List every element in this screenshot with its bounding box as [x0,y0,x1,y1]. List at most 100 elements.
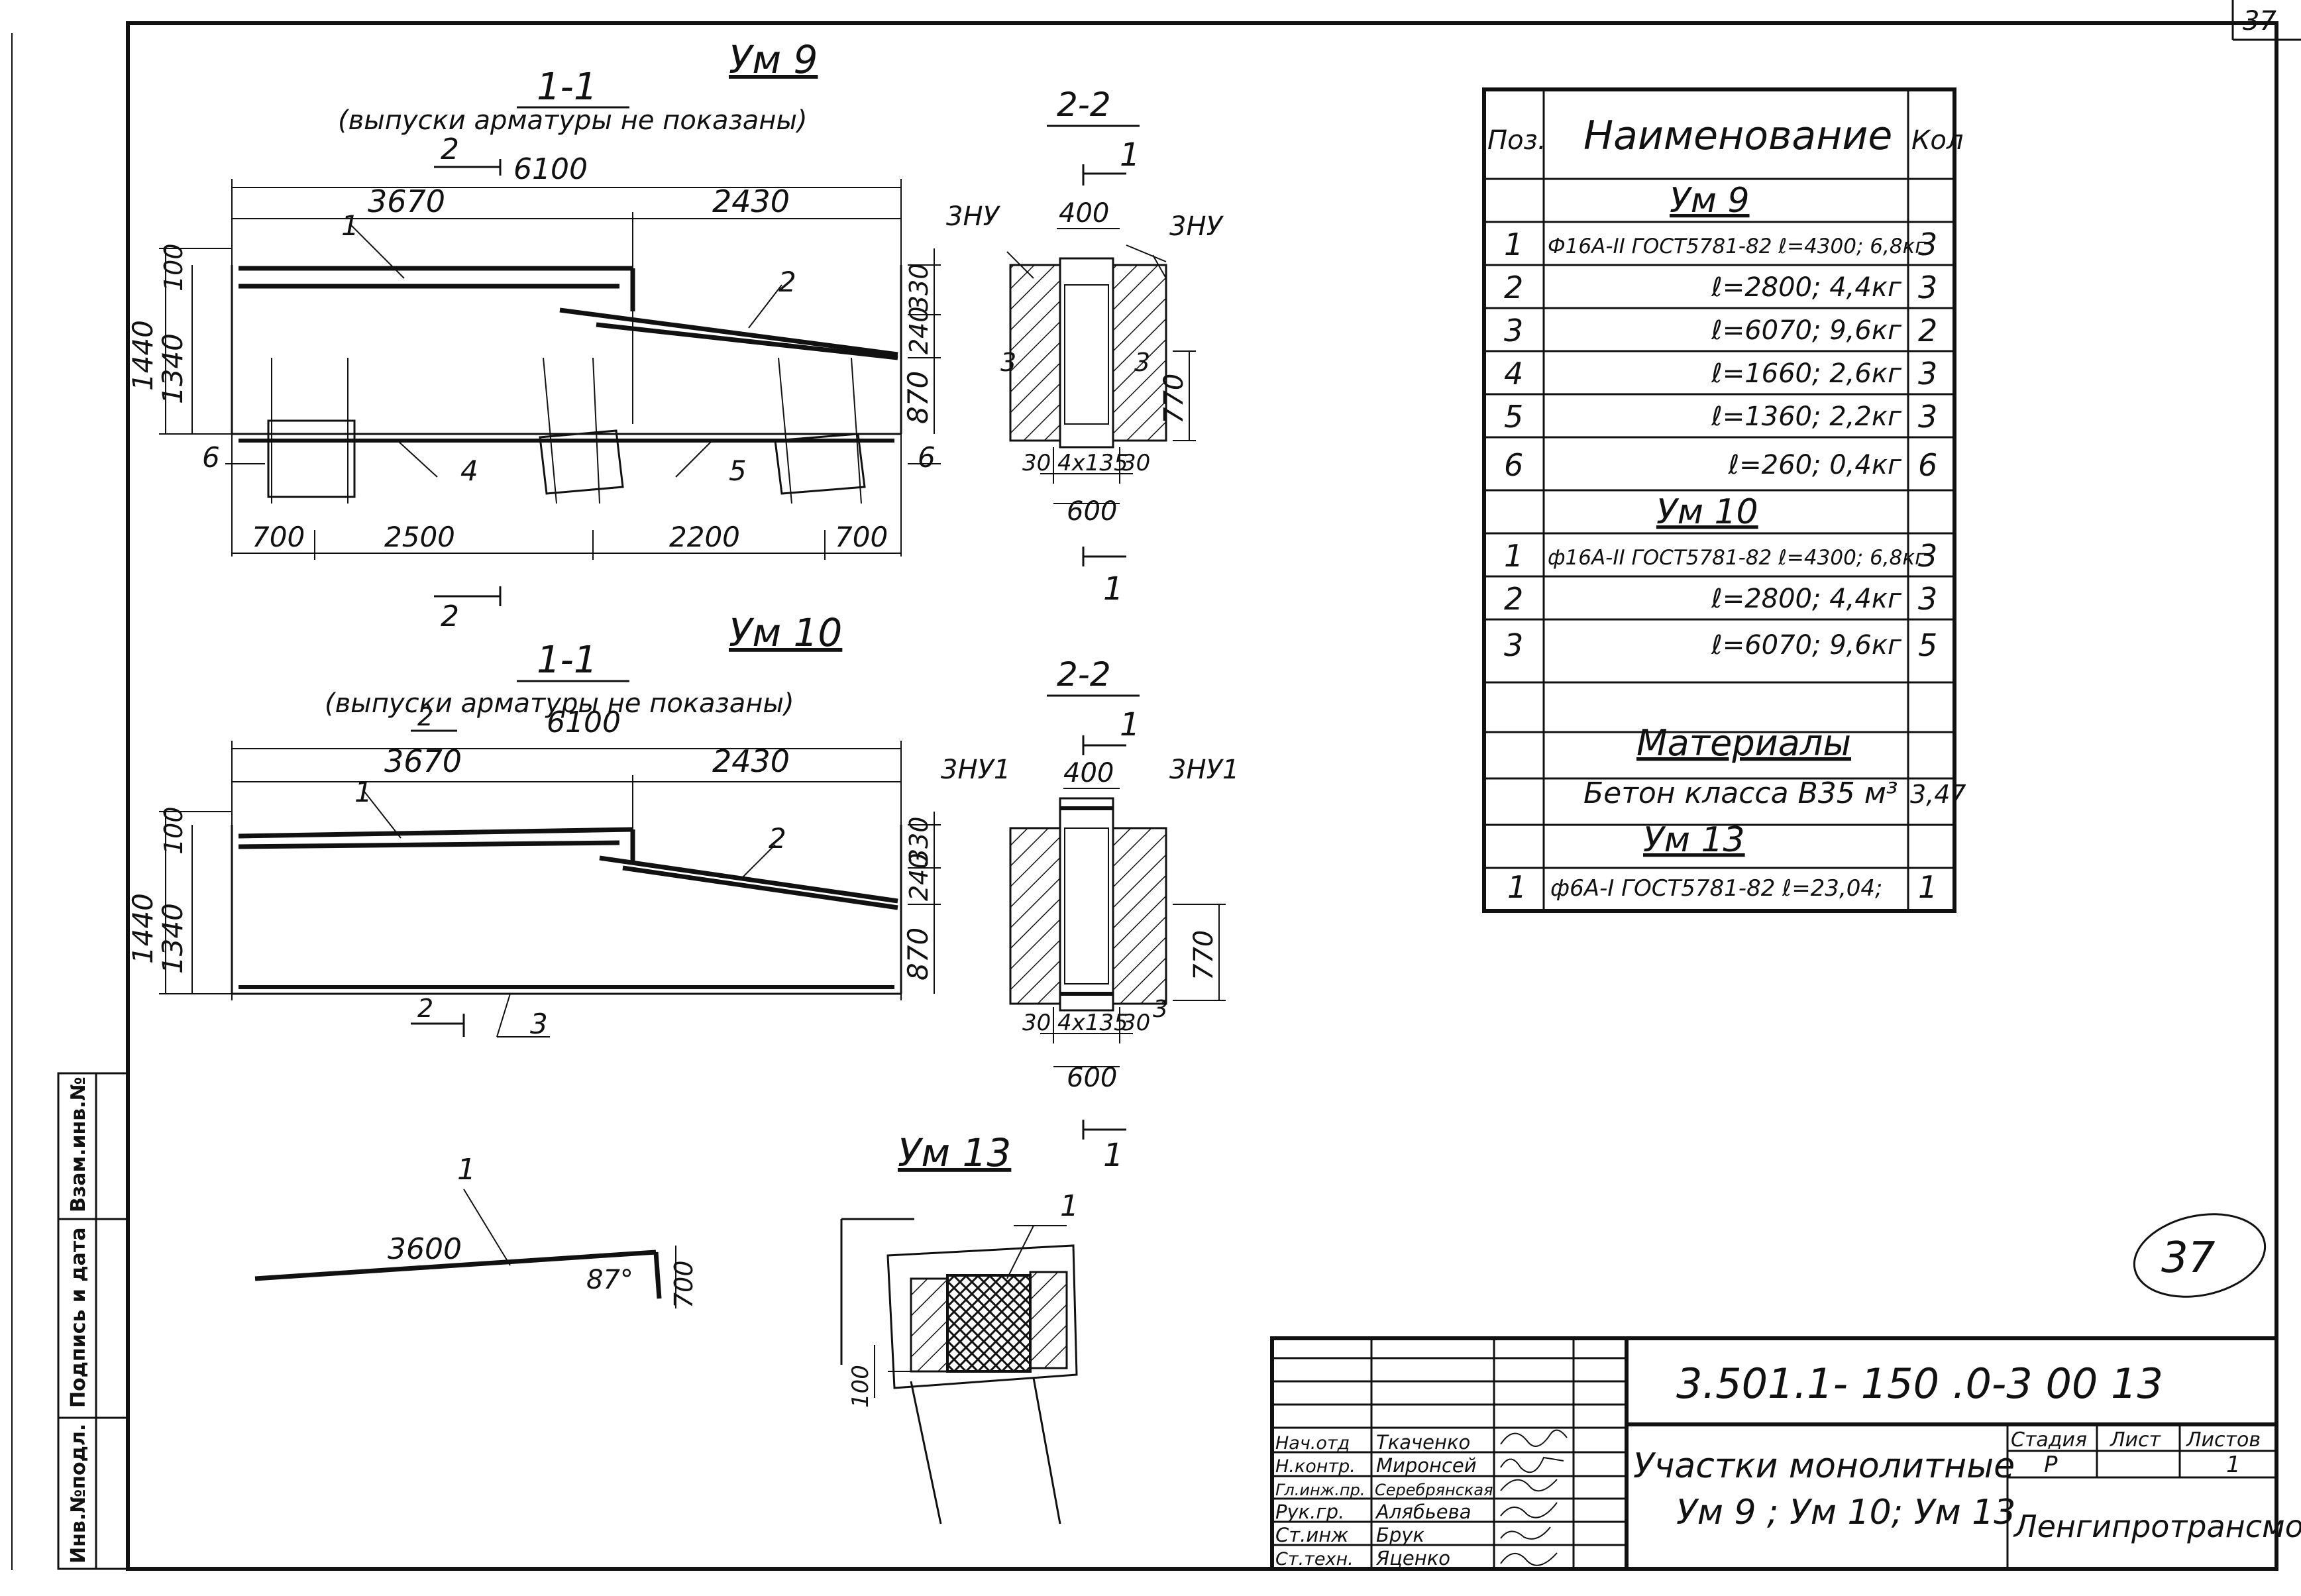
um9-section11-note: (выпуски арматуры не показаны) [338,105,808,136]
um9-s22-b2: 4x135 [1057,450,1128,476]
title-sheet-label: Лист [2110,1428,2162,1452]
spec-group-um13: Ум 13 [1643,820,1745,860]
um9-h-main: 1340 [156,333,189,404]
staff-role-3: Гл.инж.пр. [1275,1481,1365,1499]
um10-s22-cut-bottom [1082,1120,1126,1140]
um10-s22-pos3: 3 [1153,996,1168,1023]
um9-dimension-lines [159,179,941,560]
staff-signatures [1500,1429,1568,1566]
um10-pos2: 2 [769,822,786,855]
um13-length: 3600 [388,1232,462,1266]
um9-section-arrow-top [434,159,502,176]
um9-h-total: 1440 [127,320,159,391]
um9-h-r1: 330 [904,263,934,311]
staff-name-5: Брук [1376,1524,1424,1546]
staff-name-3: Серебрянская [1375,1481,1493,1499]
um10-leaders [364,791,776,1037]
spec-um13-qty: 1 [1918,869,1937,905]
um13-detail [840,1218,1078,1524]
um13-angle: 87° [586,1265,633,1295]
spec-um10-qty-2: 3 [1918,581,1937,617]
um9-s22-mark-top: 1 [1120,136,1140,174]
um10-seg-right: 2430 [712,743,790,779]
um10-label: Ум 10 [729,610,842,655]
um9-bot-2200: 2200 [669,521,740,553]
spec-um10-name-3: ℓ=6070; 9,6кг [1711,630,1902,661]
um10-h-r3: 870 [902,928,934,981]
um9-bot-700a: 700 [252,521,305,553]
um9-section11-title: 1-1 [537,66,597,109]
left-sidebar [57,1072,129,1570]
um10-section-arrow-bottom [411,1014,465,1037]
spec-um13-name: ф6А-I ГОСТ5781-82 ℓ=23,04; [1550,875,1882,902]
sheet-stamp-circle [2133,1213,2267,1298]
spec-um10-name-2: ℓ=2800; 4,4кг [1711,584,1902,614]
um9-total-length: 6100 [513,152,588,186]
spec-um10-pos-3: 3 [1504,627,1523,663]
staff-role-6: Ст.техн. [1275,1549,1354,1569]
sidebar-label-replace: Взам.инв.№ [67,1077,90,1212]
title-block-grid [1270,1336,2278,1571]
spec-um9-pos-4: 4 [1504,356,1523,392]
staff-name-1: Ткаченко [1376,1431,1470,1454]
um10-s22-width: 400 [1063,758,1114,788]
um9-pos6a: 6 [202,441,220,474]
spec-um9-name-6: ℓ=260; 0,4кг [1728,450,1902,480]
um10-s22-b1: 30 [1022,1010,1051,1036]
spec-header-name: Наименование [1583,113,1892,159]
um10-s22-cross-section [1009,788,1226,1067]
um9-section-arrow-bottom [434,586,502,606]
um9-bot-2500: 2500 [384,521,455,553]
spec-um10-pos-1: 1 [1504,538,1523,574]
spec-um10-qty-1: 3 [1918,538,1937,574]
sidebar-label-signature: Подпись и дата [67,1228,90,1408]
um10-section11-note: (выпуски арматуры не показаны) [325,688,794,719]
um9-leaders [225,225,941,478]
spec-um10-name-1: ф16А-II ГОСТ5781-82 ℓ=4300; 6,8кг [1548,546,1926,570]
um9-s22-h: 770 [1159,374,1189,424]
um9-section-mark-top: 2 [441,133,459,166]
um9-s22-width: 400 [1059,198,1109,229]
um10-dimension-lines [159,741,941,1000]
page-number: 37 [2243,6,2276,36]
um10-total-length: 6100 [547,706,621,739]
spec-um9-name-3: ℓ=6070; 9,6кг [1711,315,1902,346]
um9-s22-total: 600 [1067,496,1117,527]
spec-um13-pos: 1 [1507,869,1526,905]
title-stage-value: Р [2044,1452,2058,1478]
spec-group-um10: Ум 10 [1656,492,1758,532]
spec-um9-pos-1: 1 [1504,227,1523,262]
sheet-stamp-number: 37 [2161,1234,2216,1283]
spec-um10-pos-2: 2 [1504,581,1523,617]
um10-elevation [231,825,902,995]
um10-s22-cut-top [1082,735,1126,755]
spec-um9-qty-3: 2 [1918,313,1937,348]
um9-s22-mark-bottom: 1 [1103,570,1124,608]
title-line-1: Участки монолитные [1633,1446,2015,1486]
um13-height: 700 [669,1260,698,1308]
um9-h-r2: 240 [904,306,934,354]
um9-s22-cut-bottom [1082,547,1126,566]
spec-um9-qty-1: 3 [1918,227,1937,262]
um9-section22-title: 2-2 [1057,85,1111,124]
um9-pos1: 1 [341,209,359,242]
um9-seg-left: 3670 [368,184,445,219]
um9-bot-700b: 700 [835,521,888,553]
spec-um9-name-4: ℓ=1660; 2,6кг [1711,358,1902,389]
um10-section-mark-bottom: 2 [417,994,433,1023]
um10-h-top: 100 [159,806,188,855]
um9-h-r3: 870 [902,371,934,424]
um9-s22-right-tag: 3НУ [1169,211,1224,242]
um10-section-mark-top: 2 [417,702,433,731]
um9-s22-left-tag: 3НУ [946,201,1001,232]
staff-role-4: Рук.гр. [1275,1501,1344,1523]
um10-s22-h: 770 [1189,930,1219,981]
sidebar-label-inventory: Инв.№подл. [67,1424,90,1564]
um13-label: Ум 13 [898,1130,1011,1175]
spec-header-pos: Поз. [1487,125,1546,156]
title-stage-label: Стадия [2011,1428,2087,1452]
staff-name-2: Миронсей [1376,1454,1477,1477]
um9-section-mark-bottom: 2 [441,600,459,633]
um9-s22-pos3b: 3 [1134,348,1150,377]
um13-bar [254,1189,676,1308]
